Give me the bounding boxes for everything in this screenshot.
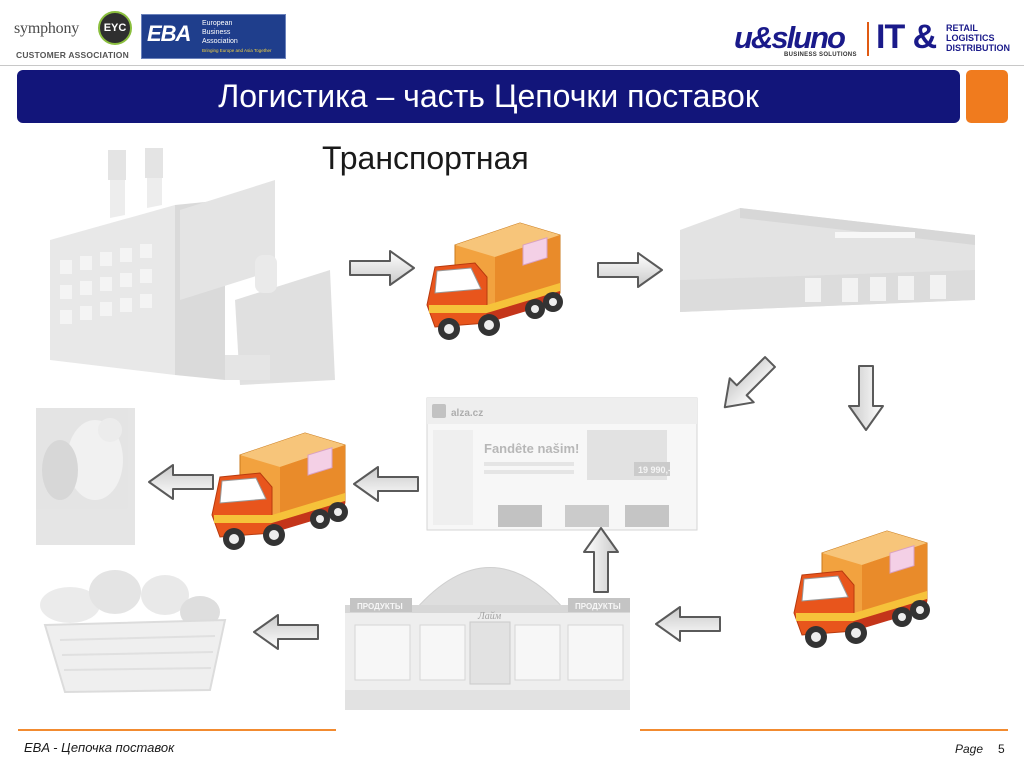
it-logo-mark: IT &	[876, 18, 937, 56]
usluno-logo: u&sluno BUSINESS SOLUTIONS	[734, 20, 862, 60]
warehouse-illustration	[680, 208, 975, 312]
factory-illustration	[50, 148, 335, 385]
arrow-truck-to-warehouse	[597, 252, 663, 288]
website-screenshot: alza.cz Fandête našim! 19 990,-	[426, 397, 698, 531]
website-price: 19 990,-	[638, 465, 671, 475]
it-logo-line2: LOGISTICS	[946, 33, 995, 43]
slide-subtitle: Транспортная	[322, 140, 529, 176]
footer-page-number: 5	[998, 742, 1005, 756]
symphony-logo-badge: EYC	[98, 11, 132, 45]
delivery-truck-3	[793, 530, 931, 649]
website-brand: alza.cz	[451, 408, 483, 419]
eba-logo-line1: European	[202, 20, 233, 27]
symphony-logo-word: symphony	[14, 20, 80, 37]
footer-divider-left	[18, 729, 336, 731]
title-bar: Логистика – часть Цепочки поставок	[17, 70, 960, 123]
symphony-logo-subtitle: CUSTOMER ASSOCIATION	[16, 50, 129, 60]
shop-sign-right: ПРОДУКТЫ	[575, 602, 621, 611]
delivery-truck-1	[426, 222, 564, 341]
eba-logo-line3: Association	[202, 38, 238, 45]
arrow-warehouse-down	[848, 365, 884, 431]
eba-logo-text: European Business Association	[202, 19, 238, 46]
title-accent-block	[966, 70, 1008, 123]
eba-logo-mark: EBA	[147, 21, 191, 46]
website-headline: Fandête našim!	[484, 441, 579, 456]
shop-illustration: ПРОДУКТЫ ПРОДУКТЫ Лайм	[345, 567, 630, 710]
shoppers-photo	[36, 408, 135, 545]
arrow-truck-to-shoppers	[148, 464, 214, 500]
arrow-shop-up	[583, 527, 619, 593]
header-divider	[0, 65, 1024, 66]
it-logo-text: RETAIL LOGISTICS DISTRIBUTION	[946, 23, 1010, 53]
delivery-truck-2	[211, 432, 349, 551]
arrow-factory-to-truck	[349, 250, 415, 286]
arrow-warehouse-to-website	[711, 348, 784, 421]
slide-title: Логистика – часть Цепочки поставок	[218, 78, 759, 114]
shop-arch-label: Лайм	[477, 611, 502, 622]
logo-separator	[867, 22, 869, 56]
usluno-logo-subtitle: BUSINESS SOLUTIONS	[784, 52, 857, 58]
footer-caption: EBA - Цепочка поставок	[24, 740, 175, 755]
grocery-basket-illustration	[40, 570, 227, 694]
footer-divider-right	[640, 729, 1008, 731]
arrow-website-to-truck	[353, 466, 419, 502]
eba-logo-tagline: Bringing Europe and Asia Together	[202, 48, 272, 53]
eba-logo: EBA European Business Association Bringi…	[141, 14, 286, 59]
eba-logo-line2: Business	[202, 29, 231, 36]
it-logo-line3: DISTRIBUTION	[946, 43, 1010, 53]
symphony-logo: symphony EYC CUSTOMER ASSOCIATION	[14, 8, 132, 60]
shop-sign-left: ПРОДУКТЫ	[357, 602, 403, 611]
footer-page-label: Page	[955, 742, 984, 756]
it-logo-line1: RETAIL	[946, 23, 978, 33]
arrow-truck-to-shop	[655, 606, 721, 642]
arrow-shop-to-basket	[253, 614, 319, 650]
usluno-logo-word: u&sluno	[734, 20, 846, 55]
